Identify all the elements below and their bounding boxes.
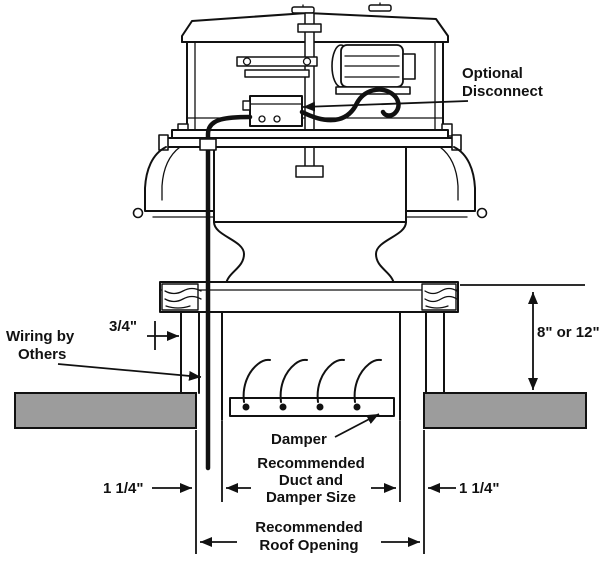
duct-size-label-line2: Duct and [279,472,343,489]
cap-bolt-right-icon [368,2,392,12]
damper-pivot [316,403,324,411]
dimension-right-clearance: 1 1/4" [428,480,499,497]
dimension-duct-damper-size: Recommended Duct and Damper Size [221,421,401,506]
optional-disconnect-leader-arrow [302,100,469,112]
curb-height-dim-label: 8" or 12" [537,324,600,341]
wiring-by-others-label-line1: Wiring by [6,328,75,345]
roof-deck-left [14,392,197,429]
damper-pivot [242,403,250,411]
damper-leader-arrow [334,413,380,438]
curb-cap [159,281,459,313]
damper-blade [279,358,308,403]
annotation-wiring-by-others: Wiring by Others [6,328,202,381]
damper-blade [353,358,382,403]
fan-top-cap [181,2,449,43]
damper-label: Damper [271,431,327,448]
shroud-hook-left-icon [132,207,144,219]
duct [221,311,401,421]
power-cable [299,87,401,123]
damper-blade [316,358,345,403]
damper-assembly [229,358,395,417]
curb-gap-dim-label: 3/4" [109,318,137,335]
fan-shroud [132,129,488,219]
damper-pivot [279,403,287,411]
optional-disconnect-label-line2: Disconnect [462,83,543,100]
fan-shaft [295,12,324,178]
wood-nailer-left [161,283,202,311]
wood-nailer-right [421,283,458,311]
dimension-left-clearance: 1 1/4" [103,480,192,497]
wiring-by-others-label-line2: Others [18,346,66,363]
motor-junction-box [402,53,416,80]
damper-blade [242,358,271,403]
roof-opening-label-line2: Roof Opening [259,537,358,554]
fan-drum-venturi [213,146,407,285]
left-clearance-dim-label: 1 1/4" [103,480,143,497]
curb-walls [180,311,445,394]
cap-bolt-left-icon [291,4,315,14]
shaft-hub [295,165,324,178]
annotation-optional-disconnect: Optional Disconnect [302,65,543,112]
shaft-pulley [297,23,322,33]
annotation-damper: Damper [271,413,380,448]
right-clearance-dim-label: 1 1/4" [459,480,499,497]
wiring-leader-arrow [57,363,202,381]
duct-size-label-line1: Recommended [257,455,365,472]
dimension-roof-opening: Recommended Roof Opening [195,430,425,554]
disconnect-box [242,95,303,127]
wiring-conduit [205,114,253,471]
conduit-clamp [199,138,217,151]
motor [331,44,416,95]
optional-disconnect-label-line1: Optional [462,65,523,82]
drive-bracket [236,56,318,78]
roof-deck-right [423,392,587,429]
dimension-curb-height: 8" or 12" [460,284,600,390]
dimension-curb-gap: 3/4" [109,318,179,350]
shroud-hook-right-icon [476,207,488,219]
roof-opening-label-line1: Recommended [255,519,363,536]
damper-pivot [353,403,361,411]
duct-size-label-line3: Damper Size [266,489,356,506]
